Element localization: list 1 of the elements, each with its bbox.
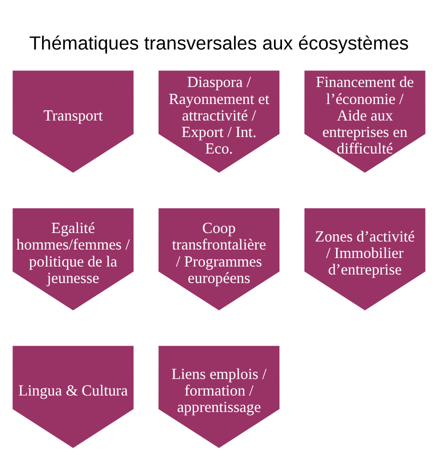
diagram-title: Thématiques transversales aux écosystèmes [29, 33, 409, 54]
